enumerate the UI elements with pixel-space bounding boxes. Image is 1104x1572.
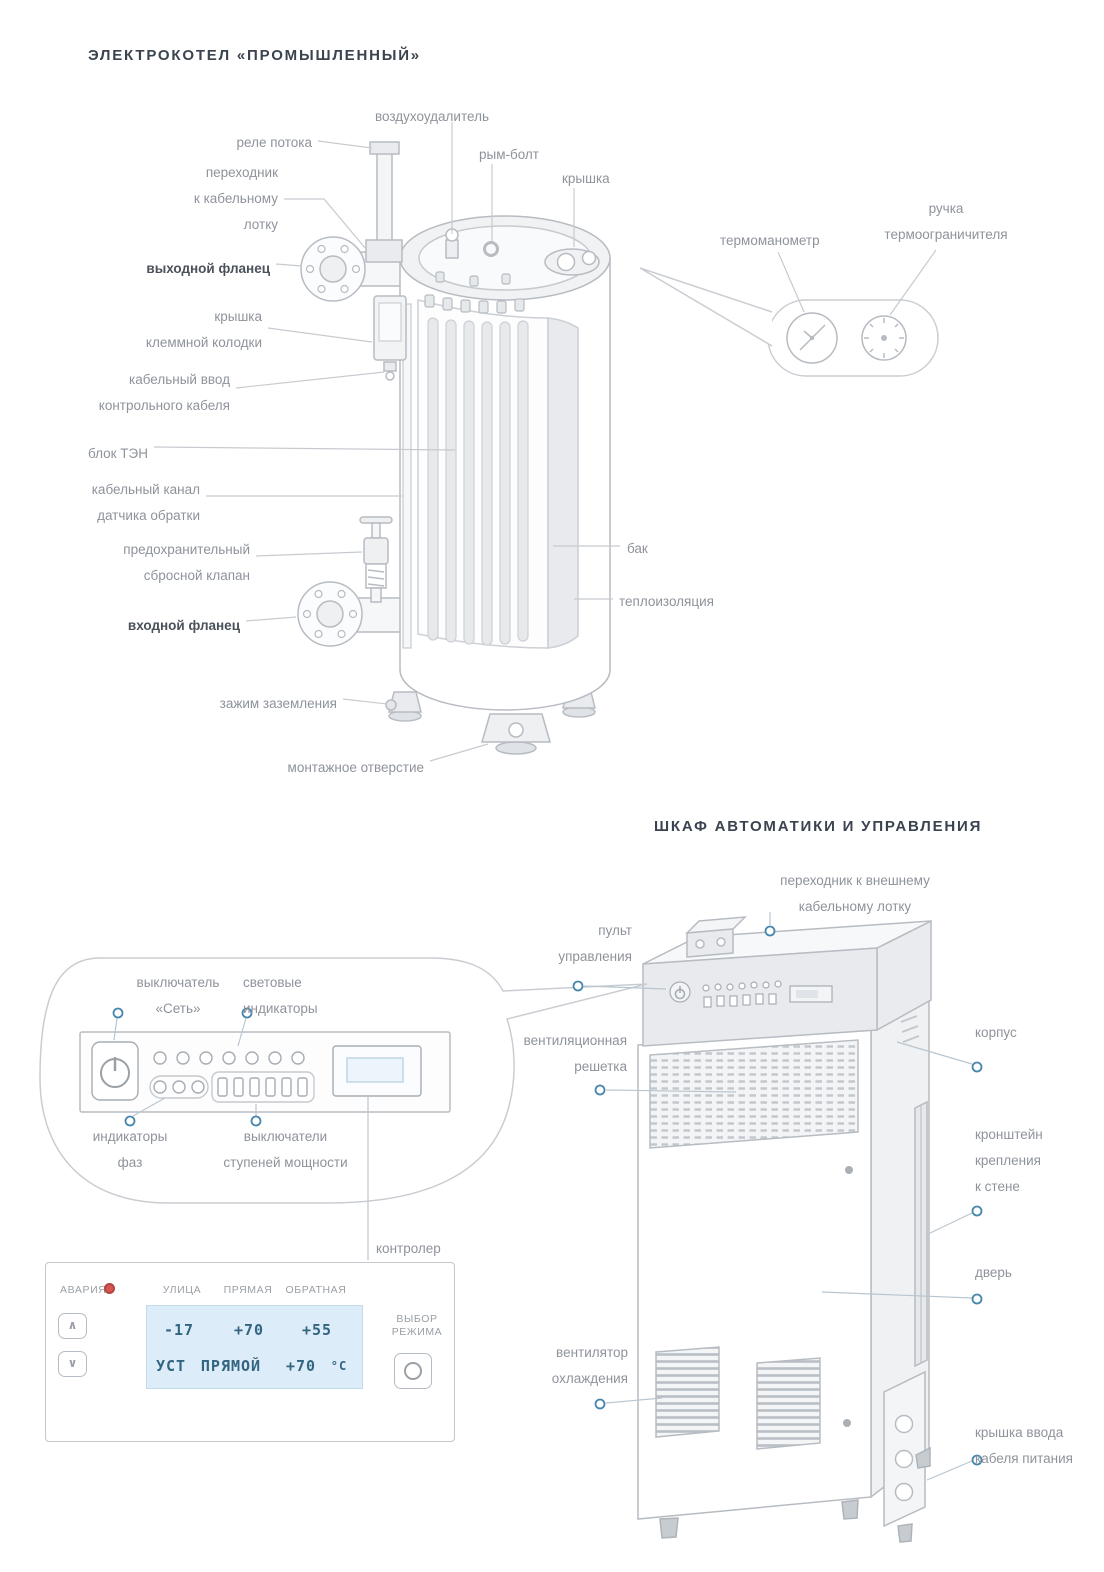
column-outdoor-label: УЛИЦА bbox=[162, 1284, 202, 1296]
label-return-sensor-duct: кабельный канал датчика обратки bbox=[91, 482, 200, 523]
thermomanometer-gauge bbox=[786, 312, 838, 364]
label-wall-bracket: кронштейн крепления к стене bbox=[975, 1127, 1043, 1194]
phase-indicators-drawing bbox=[149, 1075, 209, 1099]
heater-tubes bbox=[427, 317, 529, 646]
label-control-cable-entry: кабельный ввод контрольного кабеля bbox=[98, 372, 230, 413]
label-light-indicators: световые индикаторы bbox=[243, 975, 318, 1016]
down-button: ∨ bbox=[58, 1351, 87, 1377]
safety-valve-drawing bbox=[359, 516, 393, 603]
ext-tray-bracket-drawing bbox=[685, 916, 747, 958]
label-eye-bolt: рым-болт bbox=[479, 147, 539, 162]
label-vent-grille: вентиляционная решетка bbox=[523, 1033, 627, 1074]
label-door: дверь bbox=[975, 1265, 1012, 1280]
label-power-cable-cover: крышка ввода кабеля питания bbox=[975, 1425, 1073, 1466]
mode-ring-icon bbox=[404, 1362, 422, 1380]
callout-dots bbox=[112, 925, 983, 1466]
boiler-title: ЭЛЕКТРОКОТЕЛ «ПРОМЫШЛЕННЫЙ» bbox=[88, 47, 421, 64]
mode-select-label: ВЫБОР РЕЖИМА bbox=[391, 1313, 443, 1338]
cabinet-feet bbox=[659, 1446, 931, 1543]
display-set-label: УСТ bbox=[155, 1357, 187, 1375]
display-set-unit: °C bbox=[330, 1359, 348, 1373]
column-supply-label: ПРЯМАЯ bbox=[223, 1284, 273, 1296]
controller-panel: АВАРИЯ УЛИЦА ПРЯМАЯ ОБРАТНАЯ ∧ ∨ -17 +70… bbox=[45, 1262, 455, 1442]
label-inlet-flange: входной фланец bbox=[127, 618, 240, 633]
mode-button bbox=[394, 1353, 432, 1389]
column-return-label: ОБРАТНАЯ bbox=[285, 1284, 347, 1296]
label-power-step-switches: выключатели ступеней мощности bbox=[223, 1129, 348, 1170]
label-cooling-fan: вентилятор охлаждения bbox=[551, 1345, 628, 1386]
ground-clamp-drawing bbox=[385, 699, 397, 711]
eye-bolt-drawing bbox=[483, 241, 499, 257]
label-mounting-hole: монтажное отверстие bbox=[287, 760, 424, 775]
label-heater-block: блок ТЭН bbox=[87, 446, 148, 461]
cabinet-illustration bbox=[637, 916, 932, 1543]
label-phase-indicators: индикаторы фаз bbox=[92, 1129, 168, 1170]
cable-entry-cover-drawing bbox=[883, 1370, 926, 1528]
label-ext-tray-adapter: переходник к внешнему кабельному лотку bbox=[780, 873, 930, 914]
label-cable-tray-adapter: переходник к кабельному лотку bbox=[193, 165, 278, 232]
label-terminal-cover: крышка клеммной колодки bbox=[145, 309, 262, 350]
controller-module-drawing bbox=[332, 1045, 422, 1097]
power-step-switches-drawing bbox=[211, 1071, 315, 1103]
panel-callout-bubble bbox=[39, 957, 648, 1204]
display-return-value: +55 bbox=[301, 1321, 333, 1339]
controller-display: -17 +70 +55 УСТ ПРЯМОЙ +70 °C bbox=[146, 1305, 363, 1389]
gauges-callout bbox=[639, 267, 939, 377]
label-thermomanometer: термоманометр bbox=[720, 233, 820, 248]
boiler-illustration bbox=[297, 141, 611, 755]
boiler-leader-lines bbox=[153, 122, 937, 762]
alarm-led bbox=[104, 1283, 115, 1294]
light-indicators-drawing bbox=[153, 1051, 305, 1065]
fan-grille-left bbox=[655, 1346, 720, 1438]
display-outdoor-value: -17 bbox=[163, 1321, 195, 1339]
air-vent-drawing bbox=[445, 228, 459, 259]
cabinet-control-strip bbox=[669, 980, 833, 1008]
cabinet-leader-lines bbox=[113, 912, 973, 1481]
flow-relay-drawing bbox=[365, 141, 403, 263]
vent-grille-drawing bbox=[649, 1039, 859, 1149]
top-fittings bbox=[424, 271, 525, 314]
sensor-cable-channel-drawing bbox=[402, 303, 412, 649]
label-insulation: теплоизоляция bbox=[619, 594, 714, 609]
display-set-value: +70 bbox=[285, 1357, 317, 1375]
label-cabinet-body: корпус bbox=[975, 1025, 1017, 1040]
cabinet-title: ШКАФ АВТОМАТИКИ И УПРАВЛЕНИЯ bbox=[654, 818, 983, 835]
label-control-panel: пульт управления bbox=[558, 923, 632, 964]
display-supply-value: +70 bbox=[233, 1321, 265, 1339]
label-limiter-handle: ручка термоограничителя bbox=[884, 201, 1008, 242]
up-button: ∧ bbox=[58, 1313, 87, 1339]
label-controller: контролер bbox=[376, 1241, 441, 1256]
label-outlet-flange: выходной фланец bbox=[146, 261, 270, 276]
label-ground-clamp: зажим заземления bbox=[219, 696, 337, 711]
alarm-label: АВАРИЯ bbox=[60, 1284, 107, 1296]
display-set-mode: ПРЯМОЙ bbox=[200, 1357, 262, 1375]
label-flow-relay: реле потока bbox=[236, 135, 312, 150]
label-lid: крышка bbox=[562, 171, 610, 186]
insulation-band bbox=[547, 317, 579, 649]
fan-grille-right bbox=[756, 1357, 821, 1450]
label-air-vent: воздухоудалитель bbox=[375, 109, 489, 124]
label-safety-valve: предохранительный сбросной клапан bbox=[123, 542, 250, 583]
label-tank: бак bbox=[627, 541, 648, 556]
label-mains-switch: выключатель «Сеть» bbox=[136, 975, 220, 1016]
limiter-handle-gauge bbox=[861, 315, 907, 361]
